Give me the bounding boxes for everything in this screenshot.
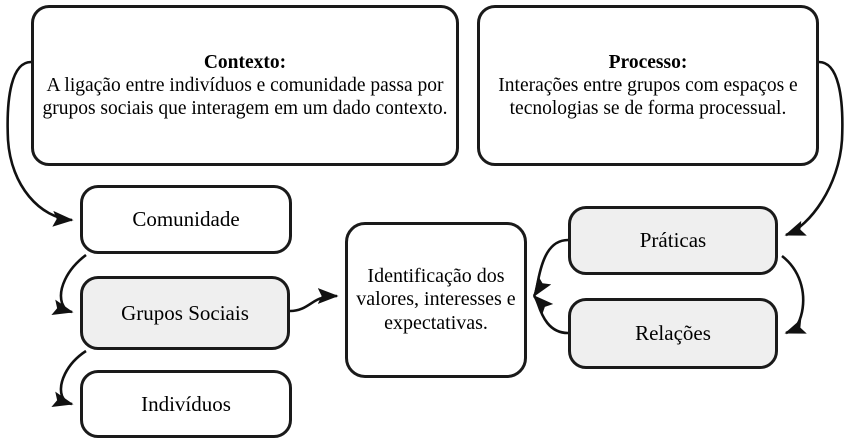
node-comunidade-label: Comunidade bbox=[132, 207, 240, 232]
node-processo-title: Processo: bbox=[608, 52, 688, 73]
node-praticas[interactable]: Práticas bbox=[568, 206, 778, 275]
node-contexto[interactable]: Contexto: A ligação entre indivíduos e c… bbox=[31, 5, 459, 166]
edge-praticas-to-identificacao bbox=[532, 238, 569, 298]
node-praticas-label: Práticas bbox=[639, 228, 707, 253]
node-comunidade[interactable]: Comunidade bbox=[80, 185, 292, 254]
node-relacoes[interactable]: Relações bbox=[568, 298, 778, 369]
node-processo-body: Interações entre grupos com espaços e te… bbox=[498, 75, 798, 119]
node-identificacao-label: Identificação dos valores, interesses e … bbox=[356, 264, 516, 334]
node-individuos[interactable]: Indivíduos bbox=[80, 370, 292, 438]
node-contexto-body: A ligação entre indivíduos e comunidade … bbox=[42, 75, 448, 119]
node-processo-content: Processo: Interações entre grupos com es… bbox=[480, 51, 816, 120]
node-processo[interactable]: Processo: Interações entre grupos com es… bbox=[477, 5, 819, 166]
node-individuos-label: Indivíduos bbox=[141, 391, 231, 416]
node-grupos-sociais[interactable]: Grupos Sociais bbox=[80, 276, 290, 350]
node-contexto-content: Contexto: A ligação entre indivíduos e c… bbox=[34, 51, 456, 120]
node-contexto-title: Contexto: bbox=[203, 52, 287, 73]
edge-relacoes-to-identificacao bbox=[532, 294, 569, 335]
edge-processo-to-relacoes bbox=[781, 254, 807, 335]
edge-grupos-sociais-to-identificacao bbox=[289, 288, 339, 313]
node-grupos-sociais-label: Grupos Sociais bbox=[121, 300, 249, 325]
node-relacoes-label: Relações bbox=[635, 321, 711, 346]
node-identificacao[interactable]: Identificação dos valores, interesses e … bbox=[345, 222, 527, 378]
